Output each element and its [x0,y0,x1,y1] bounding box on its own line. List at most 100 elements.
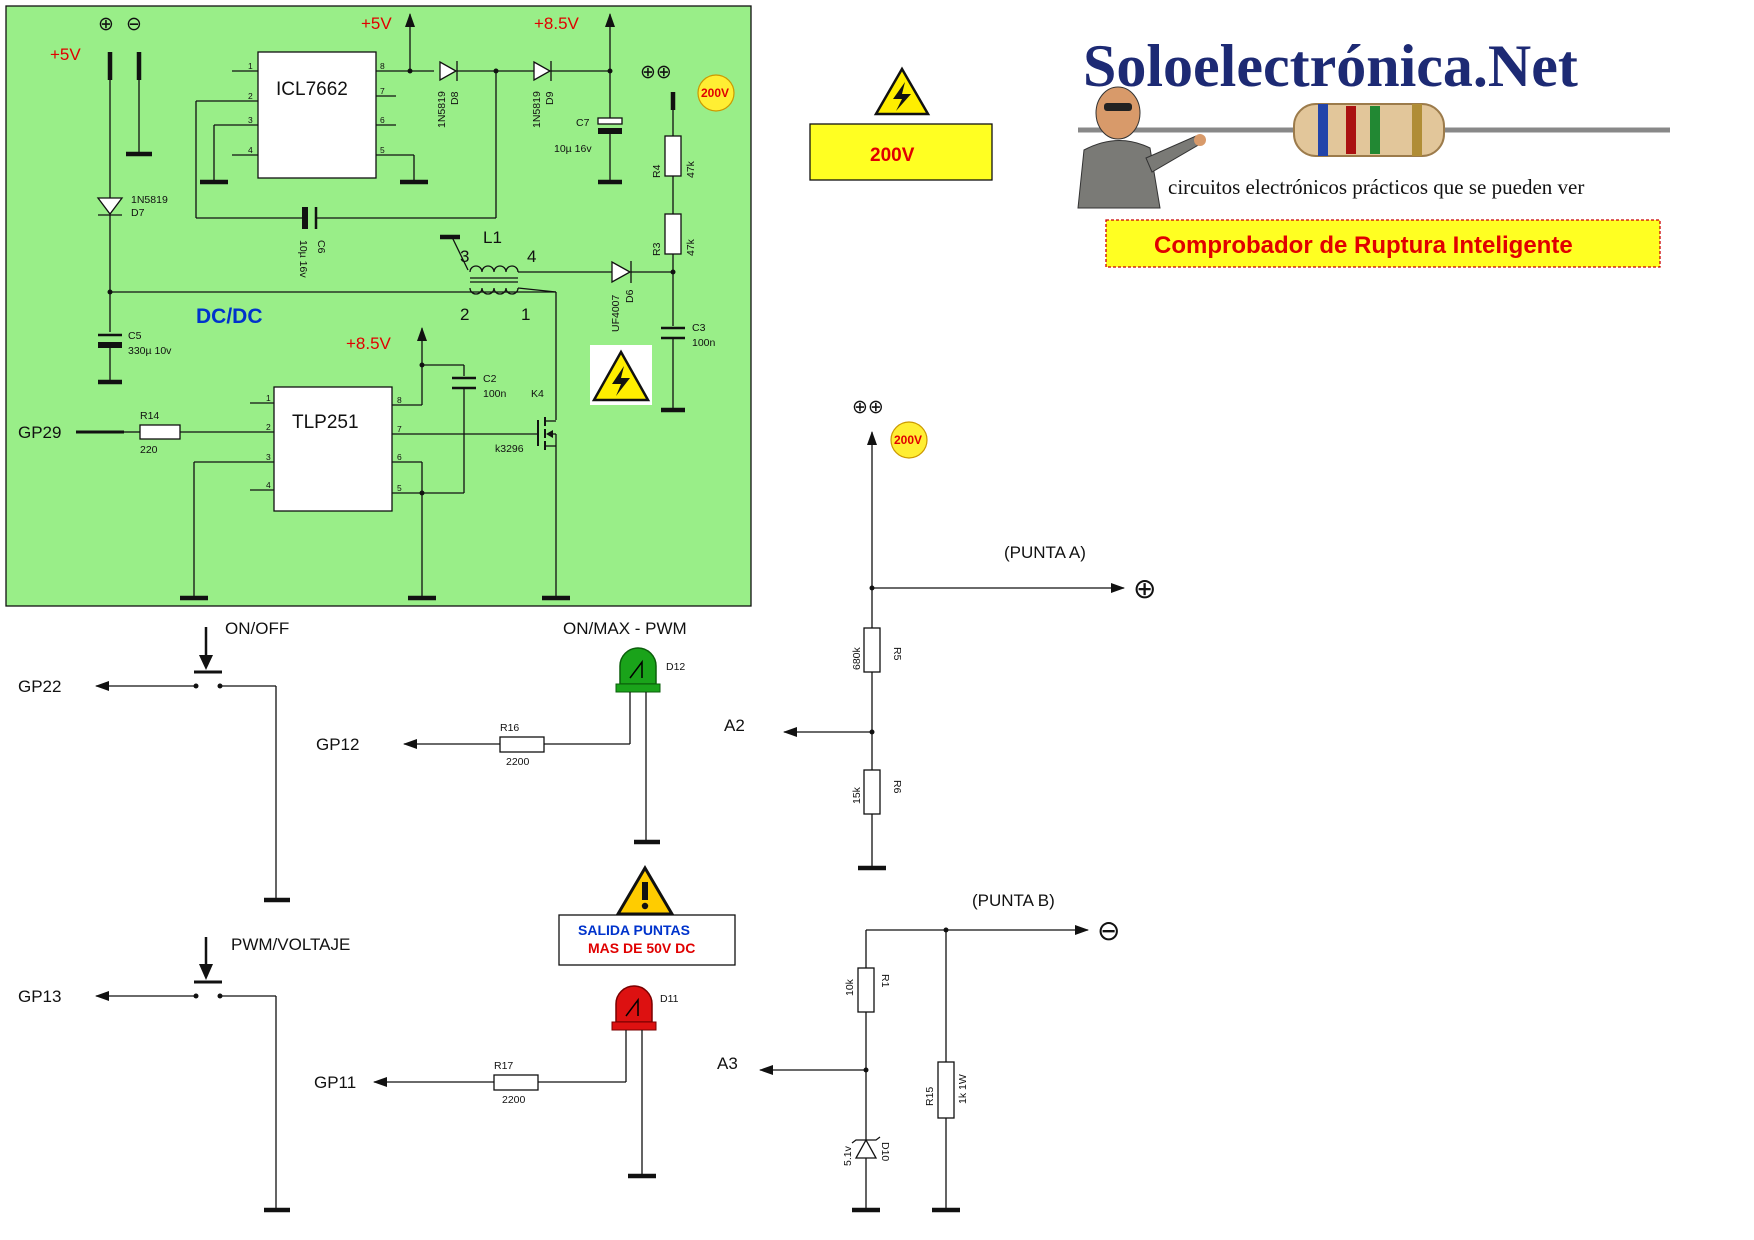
icl7662-pin4: 4 [248,145,253,155]
gp22-label: GP22 [18,677,61,696]
supply-85v-tlp: +8.5V [346,334,392,353]
d9-ref: D9 [544,91,556,105]
red-led-icon [611,985,657,1031]
r3-value: 47k [685,238,697,256]
r1-value: 10k [844,978,856,996]
d10-value: 5.1v [842,1145,854,1166]
probe-hv-plus-icon: ⊕⊕ [852,397,884,418]
r14-value: 220 [140,444,158,456]
c5-value: 330µ 10v [128,345,172,357]
r6-resistor [863,769,881,815]
gp29-label: GP29 [18,423,61,442]
r17-resistor [493,1074,539,1091]
icl7662-chip [257,51,377,179]
resistor-banner-icon [1078,103,1670,157]
hv-warning-box [809,123,993,181]
l1-pin4: 4 [527,247,536,266]
icl-supply-label: +5V [361,14,392,33]
hv-badge-text: 200V [701,86,729,100]
power-plus-minus: ⊕ ⊖ [98,14,152,157]
r4-ref: R4 [651,164,663,178]
salida-puntas-box [558,914,736,966]
d8-ref: D8 [449,91,461,105]
l1-pin2: 2 [460,305,469,324]
tlp251-pin6: 6 [397,452,402,462]
r3-resistor [664,213,682,255]
gp12-label: GP12 [316,735,359,754]
r14-resistor [139,424,181,440]
r1-resistor [857,967,875,1013]
high-voltage-warning-icon [590,345,652,405]
d10-ref: D10 [879,1142,891,1161]
tlp251-pin1: 1 [266,393,271,403]
r14-ref: R14 [140,410,159,422]
c5-ref: C5 [128,330,142,342]
a3-label: A3 [717,1054,738,1073]
l1-pin3: 3 [460,247,469,266]
c3-ref: C3 [692,322,706,334]
d7-diode-icon [96,197,124,216]
punta-b-minus-icon: ⊖ [1097,915,1120,946]
salida-line2: MAS DE 50V DC [588,940,695,956]
d8-diode-icon [439,60,458,82]
icl7662-pin6: 6 [380,115,385,125]
d10-zener-icon [854,1138,878,1159]
k4-ref: K4 [531,388,544,400]
led-green-label: ON/MAX - PWM [563,619,687,638]
d6-ref: D6 [624,289,636,303]
sw1-label: ON/OFF [225,619,289,638]
tlp251-pin5: 5 [397,483,402,493]
r3-ref: R3 [651,242,663,256]
icl7662-pins: 1 2 3 4 8 7 6 5 [196,61,434,156]
c3-value: 100n [692,337,716,349]
icl7662-pin3: 3 [248,115,253,125]
d7-value: 1N5819 [131,194,168,206]
k4-mosfet-icon [537,417,556,450]
d8-value: 1N5819 [436,91,448,128]
d6-value: UF4007 [610,294,622,332]
gp11-label: GP11 [314,1073,356,1092]
dcdc-section-label: DC/DC [196,305,263,328]
r15-resistor [937,1061,955,1119]
d12-ref: D12 [666,661,685,673]
l1-coil-icon [451,236,612,295]
r4-value: 47k [685,160,697,178]
r5-ref: R5 [891,647,903,661]
punta-a-plus-icon: ⊕ [1133,573,1156,604]
plus-terminal-icon: ⊕ [98,14,114,35]
icl7662-pin8: 8 [380,61,385,71]
supply-5v-label: +5V [50,45,81,64]
site-title: Soloelectrónica.Net [1083,33,1578,99]
site-tagline: circuitos electrónicos prácticos que se … [1168,175,1584,199]
tlp251-pin3: 3 [266,452,271,462]
icl7662-pin2: 2 [248,91,253,101]
a2-label: A2 [724,716,745,735]
c2-value: 100n [483,388,507,400]
r16-ref: R16 [500,722,519,734]
tlp251-pin8: 8 [397,395,402,405]
project-title: Comprobador de Ruptura Inteligente [1154,232,1573,259]
tlp251-pin2: 2 [266,422,271,432]
r6-ref: R6 [891,780,903,794]
r17-ref: R17 [494,1060,513,1072]
c2-ref: C2 [483,373,497,385]
hv-warning-text: 200V [870,145,915,166]
dcdc-hv-plus-icon: ⊕⊕ [640,62,672,83]
icl7662-pin1: 1 [248,61,253,71]
l1-pin1: 1 [521,305,530,324]
tlp251-chip [273,386,393,512]
tlp251-pin7: 7 [397,424,402,434]
r16-value: 2200 [506,756,530,768]
icl7662-name: ICL7662 [276,79,348,100]
minus-terminal-icon: ⊖ [126,14,142,35]
d11-ref: D11 [660,993,679,1005]
r17-value: 2200 [502,1094,526,1106]
probe-hv-badge: 200V [894,433,922,447]
supply-85v-top: +8.5V [534,14,580,33]
hv-badge-icon [697,74,735,112]
presenter-character-icon [1077,86,1206,209]
salida-line1: SALIDA PUNTAS [578,922,690,938]
r5-value: 680k [851,646,863,670]
d7-ref: D7 [131,207,145,219]
d9-diode-icon [533,60,552,82]
